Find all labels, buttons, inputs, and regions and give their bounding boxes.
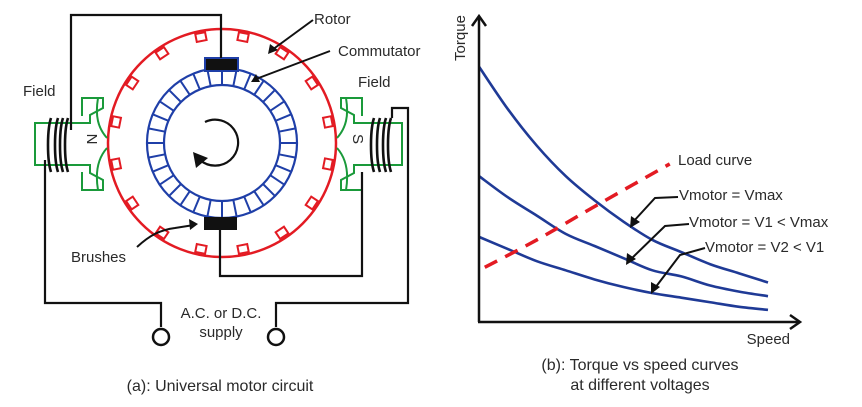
annotation-v1: Vmotor = V1 < Vmax (689, 214, 829, 231)
panel-b-chart: Torque Speed Load curve Vmotor = Vmax Vm… (452, 13, 829, 394)
chart-series (477, 65, 769, 312)
rotor-label: Rotor (314, 11, 351, 28)
field-coil-left (46, 117, 70, 173)
supply-terminal-left[interactable] (151, 327, 171, 347)
series-line-vmotor-v1-vmax (478, 175, 769, 298)
circuit-wires (43, 13, 410, 327)
rotor-slot (194, 31, 208, 44)
brushes-label: Brushes (71, 249, 126, 266)
rotor-slot (236, 31, 250, 44)
commutator-segment (275, 113, 292, 122)
rotor-slot (110, 115, 123, 129)
commutator-label: Commutator (338, 43, 421, 60)
rotor-slot (274, 225, 290, 241)
brush-bottom (204, 217, 237, 230)
series-line-load-curve (483, 162, 671, 269)
supply-terminal-right[interactable] (266, 327, 286, 347)
y-axis-label: Torque (452, 15, 469, 61)
commutator-segments (147, 68, 297, 218)
rotor-slot (124, 75, 140, 91)
caption-b-line1: (b): Torque vs speed curves (541, 357, 738, 374)
commutator-segment (192, 196, 201, 213)
caption-b-line2: at different voltages (570, 377, 709, 394)
commutator-segment (206, 199, 212, 217)
commutator-segment (168, 183, 182, 197)
field-label-right: Field (358, 74, 391, 91)
rotor-slot (110, 157, 123, 171)
commutator-inner-ring (162, 83, 282, 203)
annotation-vmax: Vmotor = Vmax (679, 187, 783, 204)
pole-label-north: N (83, 134, 100, 145)
commutator-segment (269, 174, 285, 186)
commutator-segment (179, 190, 191, 206)
series-line-vmotor-v2-v1 (478, 235, 769, 312)
commutator-segment (243, 196, 252, 213)
y-axis-arrowhead (470, 13, 488, 27)
field-pole-south (336, 97, 403, 191)
rotor-slot (304, 75, 320, 91)
commutator-segment (275, 164, 292, 173)
commutator-segment (159, 174, 175, 186)
commutator-segment (262, 89, 276, 103)
supply-label-line2: supply (199, 324, 243, 341)
commutator-segment (232, 199, 238, 217)
series-line-vmotor-vmax (477, 65, 769, 284)
commutator-segment (148, 153, 166, 159)
commutator-segment (159, 100, 175, 112)
commutator-segment (152, 113, 169, 122)
x-axis-arrowhead (789, 313, 803, 331)
rotor-slot (321, 115, 334, 129)
commutator-segment (269, 100, 285, 112)
leader-arrowheads (189, 44, 278, 230)
rotor-slots (110, 31, 334, 255)
brush-top (204, 57, 239, 72)
pole-label-south: S (349, 134, 366, 144)
rotor-slot (154, 45, 170, 61)
rotor-slot (274, 45, 290, 61)
rotor-slot (304, 195, 320, 211)
supply-label-line1: A.C. or D.C. (181, 305, 262, 322)
rotor-slot (236, 242, 250, 255)
panel-a-motor-circuit: N S (23, 11, 421, 395)
annotation-arrowheads (626, 216, 660, 294)
field-label-left: Field (23, 83, 56, 100)
commutator-segment (152, 164, 169, 173)
annotation-v2: Vmotor = V2 < V1 (705, 239, 824, 256)
commutator-segment (192, 73, 201, 90)
commutator-segment (243, 73, 252, 90)
commutator-segment (232, 69, 238, 87)
annotation-load-curve: Load curve (678, 152, 752, 169)
commutator-segment (262, 183, 276, 197)
leader-arrows (136, 19, 331, 248)
field-pole-north (34, 97, 108, 191)
caption-a: (a): Universal motor circuit (127, 378, 314, 395)
x-axis-label: Speed (747, 331, 790, 348)
commutator-segment (278, 153, 296, 159)
commutator-segment (206, 69, 212, 87)
commutator-segment (253, 80, 265, 96)
rotor-slot (194, 242, 208, 255)
commutator-segment (253, 190, 265, 206)
commutator-segment (278, 127, 296, 133)
rotor-slot (124, 195, 140, 211)
rotation-arrow-icon (193, 118, 240, 168)
commutator-segment (148, 127, 166, 133)
commutator-segment (179, 80, 191, 96)
annotation-leaders (629, 196, 706, 289)
commutator-segment (168, 89, 182, 103)
field-coil-right (369, 117, 393, 173)
rotor-slot (321, 157, 334, 171)
